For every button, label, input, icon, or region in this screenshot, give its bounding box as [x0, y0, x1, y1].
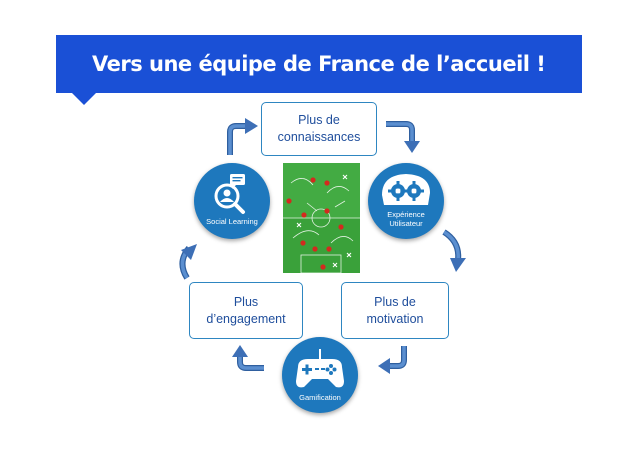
- arrow-top-left: [227, 118, 258, 155]
- gamification-label: Gamification: [299, 393, 341, 402]
- arrow-right: [442, 229, 466, 272]
- gears-head-icon: [382, 174, 430, 205]
- box-plus-de-motivation: Plus de motivation: [341, 282, 449, 339]
- football-tactics-icon: [283, 163, 360, 273]
- title-banner: Vers une équipe de France de l’accueil !: [56, 35, 582, 93]
- social-learning-icon: [214, 174, 245, 214]
- box-left-line2: d’engagement: [206, 311, 286, 326]
- arrow-top-right: [386, 121, 420, 153]
- arrow-left: [179, 244, 197, 280]
- arrow-bottom-left: [232, 345, 264, 371]
- circle-social-learning: Social Learning: [194, 163, 270, 239]
- circle-experience-utilisateur: Expérience Utilisateur: [368, 163, 444, 239]
- circle-gamification: Gamification: [282, 337, 358, 413]
- box-plus-d-engagement: Plus d’engagement: [189, 282, 303, 339]
- banner-pointer: [72, 93, 96, 105]
- experience-label-line1: Expérience: [387, 210, 425, 219]
- box-left-line1: Plus: [233, 294, 259, 309]
- social-learning-label: Social Learning: [206, 217, 258, 226]
- box-right-line1: Plus de: [374, 294, 416, 309]
- box-top-line1: Plus de: [298, 113, 340, 127]
- box-right-line2: motivation: [366, 311, 424, 326]
- box-plus-de-connaissances: Plus de connaissances: [261, 102, 377, 156]
- experience-label-line2: Utilisateur: [389, 219, 423, 228]
- banner-title: Vers une équipe de France de l’accueil !: [92, 52, 546, 76]
- arrow-bottom-right: [378, 346, 407, 374]
- tactics-board-drawing: [283, 163, 360, 273]
- gamepad-icon: [296, 348, 344, 388]
- box-top-line2: connaissances: [277, 130, 361, 144]
